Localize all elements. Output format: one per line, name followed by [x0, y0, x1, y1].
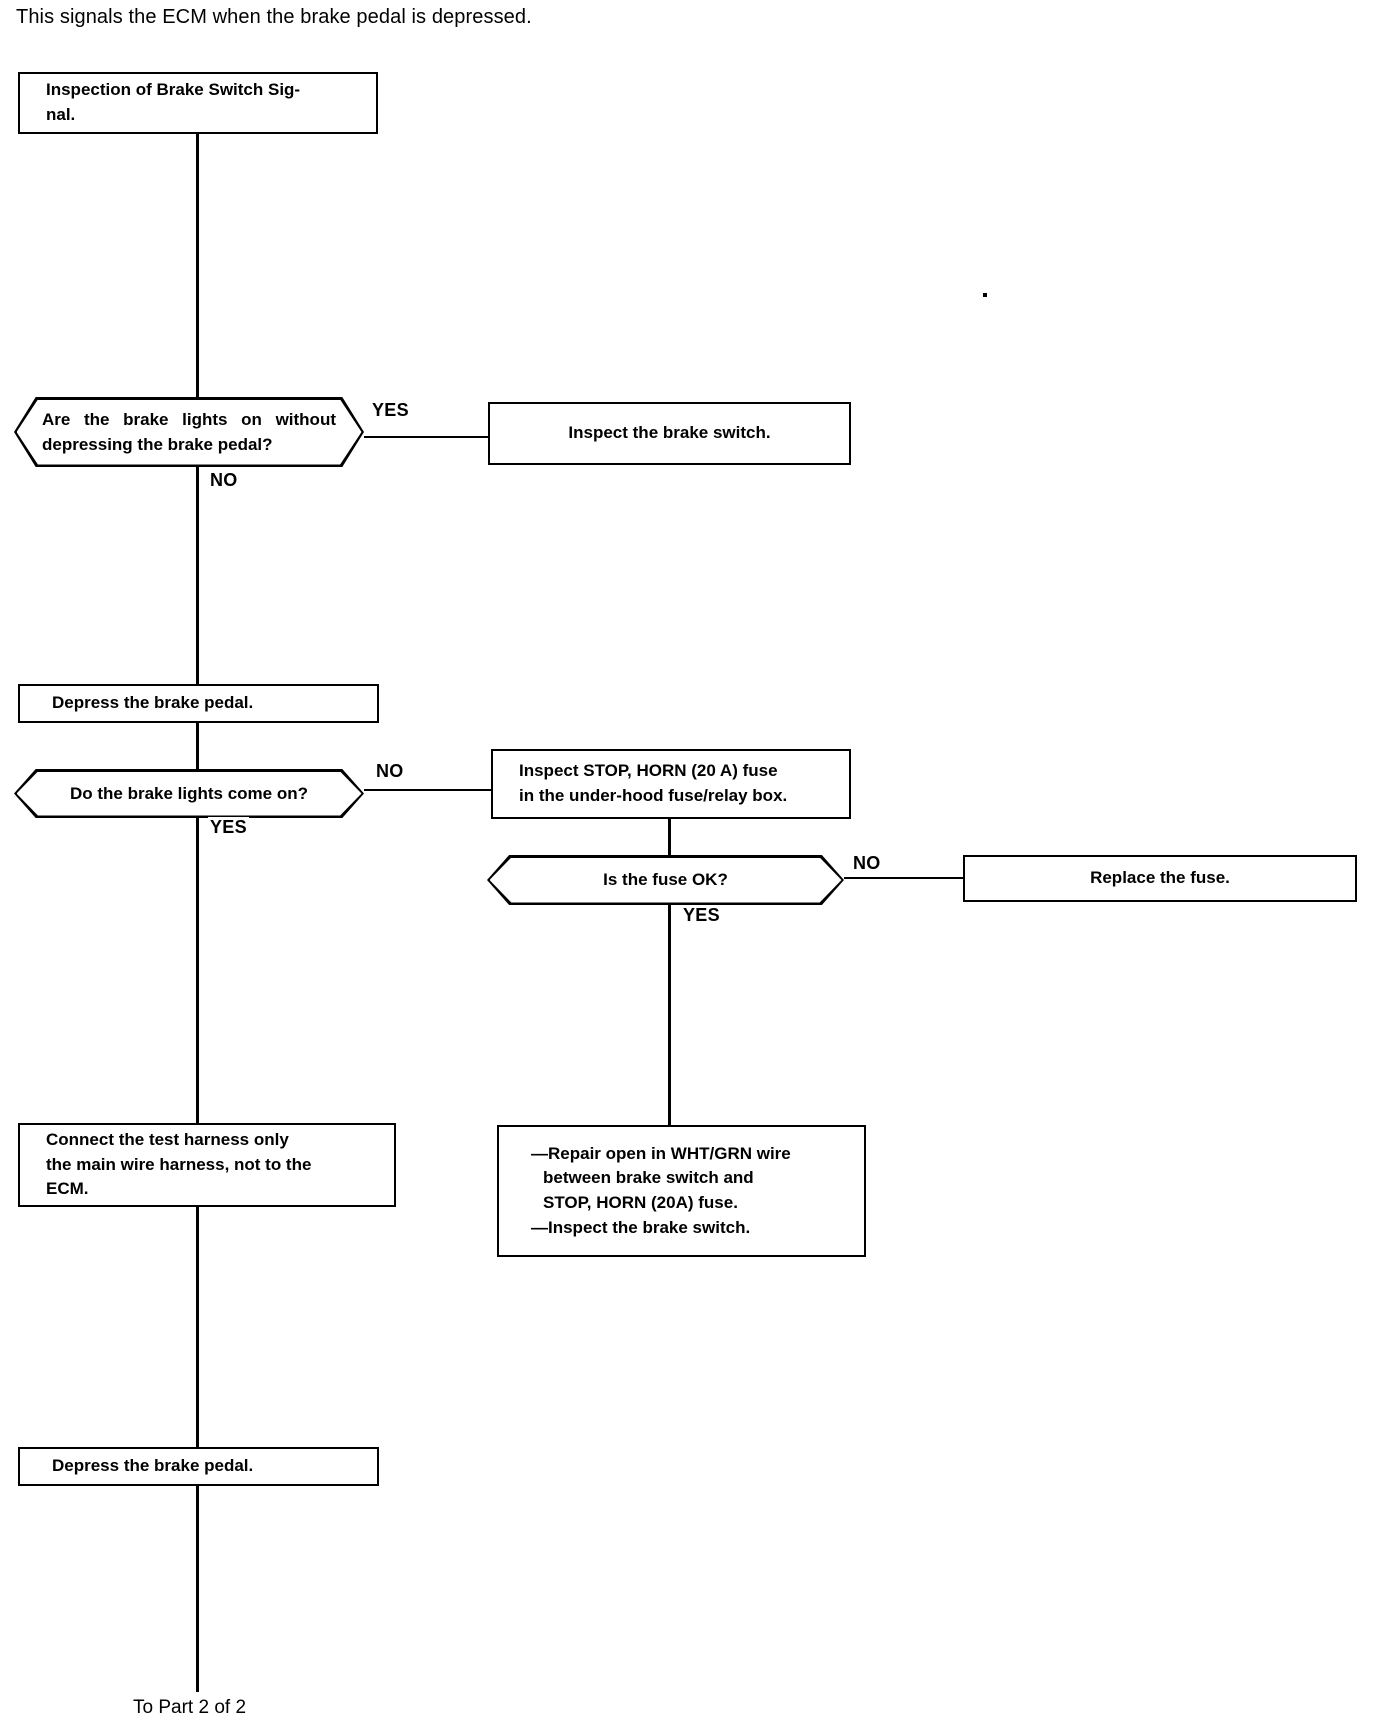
node-connect-harness-line2: the main wire harness, not to the — [46, 1154, 312, 1174]
node-replace-the-fuse[interactable]: Replace the fuse. — [963, 855, 1357, 902]
node-connect-harness-line3: ECM. — [46, 1179, 89, 1199]
connector-q1-yes — [363, 436, 488, 438]
branch-label-yes-1: YES — [370, 400, 411, 421]
node-connect-test-harness[interactable]: Connect the test harness only the main w… — [18, 1123, 396, 1207]
decision-1-text: Are the brake lights on without depressi… — [42, 409, 336, 455]
node-connect-harness-text: Connect the test harness only the main w… — [20, 1128, 394, 1202]
decision-are-brake-lights-on[interactable]: Are the brake lights on without depressi… — [14, 397, 364, 467]
hexagon-fill — [16, 399, 362, 465]
node-start-line2: nal. — [46, 105, 76, 124]
branch-label-yes-3: YES — [681, 905, 722, 926]
connector-q3-no — [843, 877, 963, 879]
connector-q1-no — [196, 466, 199, 686]
branch-label-yes-2: YES — [208, 817, 249, 838]
node-inspect-switch-text: Inspect the brake switch. — [568, 423, 771, 443]
branch-label-no-3: NO — [851, 853, 883, 874]
node-repair-open-line4: —Inspect the brake switch. — [531, 1217, 751, 1237]
decision-is-the-fuse-ok[interactable]: Is the fuse OK? — [487, 855, 844, 905]
node-inspect-fuse-text: Inspect STOP, HORN (20 A) fuse in the un… — [493, 759, 849, 808]
node-depress-the-brake-pedal-1[interactable]: Depress the brake pedal. — [18, 684, 379, 723]
node-depress-the-brake-pedal-2[interactable]: Depress the brake pedal. — [18, 1447, 379, 1486]
node-inspect-the-brake-switch[interactable]: Inspect the brake switch. — [488, 402, 851, 465]
connector-q2-yes — [196, 818, 199, 1123]
intro-text: This signals the ECM when the brake peda… — [16, 6, 532, 28]
node-repair-open-text: —Repair open in WHT/GRN wire between bra… — [499, 1142, 864, 1241]
node-inspection-of-brake-switch-signal[interactable]: Inspection of Brake Switch Sig- nal. — [18, 72, 378, 134]
node-repair-open-line3: STOP, HORN (20A) fuse. — [543, 1193, 738, 1212]
node-repair-open-wht-grn[interactable]: —Repair open in WHT/GRN wire between bra… — [497, 1125, 866, 1257]
node-depress-2-text: Depress the brake pedal. — [52, 1456, 254, 1476]
node-replace-fuse-text: Replace the fuse. — [1090, 868, 1230, 888]
node-inspect-fuse-line2: in the under-hood fuse/relay box. — [519, 786, 788, 805]
decision-do-brake-lights-come-on[interactable]: Do the brake lights come on? — [14, 769, 364, 818]
connector-depress2-to-part2 — [196, 1480, 199, 1692]
branch-label-no-2: NO — [374, 761, 406, 782]
print-artifact-dot — [983, 293, 987, 297]
decision-3-text: Is the fuse OK? — [603, 870, 728, 890]
connector-depress1-to-q2 — [196, 722, 199, 770]
node-inspect-stop-horn-fuse[interactable]: Inspect STOP, HORN (20 A) fuse in the un… — [491, 749, 851, 819]
node-start-text: Inspection of Brake Switch Sig- nal. — [20, 78, 376, 127]
node-start-line1: Inspection of Brake Switch Sig- — [46, 80, 301, 100]
branch-label-no-1: NO — [208, 470, 240, 491]
footer-to-part-2: To Part 2 of 2 — [133, 1697, 247, 1718]
connector-fuse-to-q3 — [668, 818, 671, 856]
connector-start-to-q1 — [196, 133, 199, 397]
connector-q3-yes — [668, 905, 671, 1125]
hexagon-fill — [16, 771, 362, 816]
connector-q2-no — [363, 789, 491, 791]
node-repair-open-line2: between brake switch and — [543, 1168, 754, 1188]
node-depress-1-text: Depress the brake pedal. — [52, 693, 254, 713]
decision-2-text: Do the brake lights come on? — [69, 783, 309, 803]
hexagon-fill — [489, 857, 842, 903]
connector-harness-to-depress2 — [196, 1207, 199, 1447]
node-repair-open-line1: —Repair open in WHT/GRN wire — [531, 1143, 791, 1163]
node-connect-harness-line1: Connect the test harness only — [46, 1130, 289, 1150]
node-inspect-fuse-line1: Inspect STOP, HORN (20 A) fuse — [519, 761, 778, 781]
